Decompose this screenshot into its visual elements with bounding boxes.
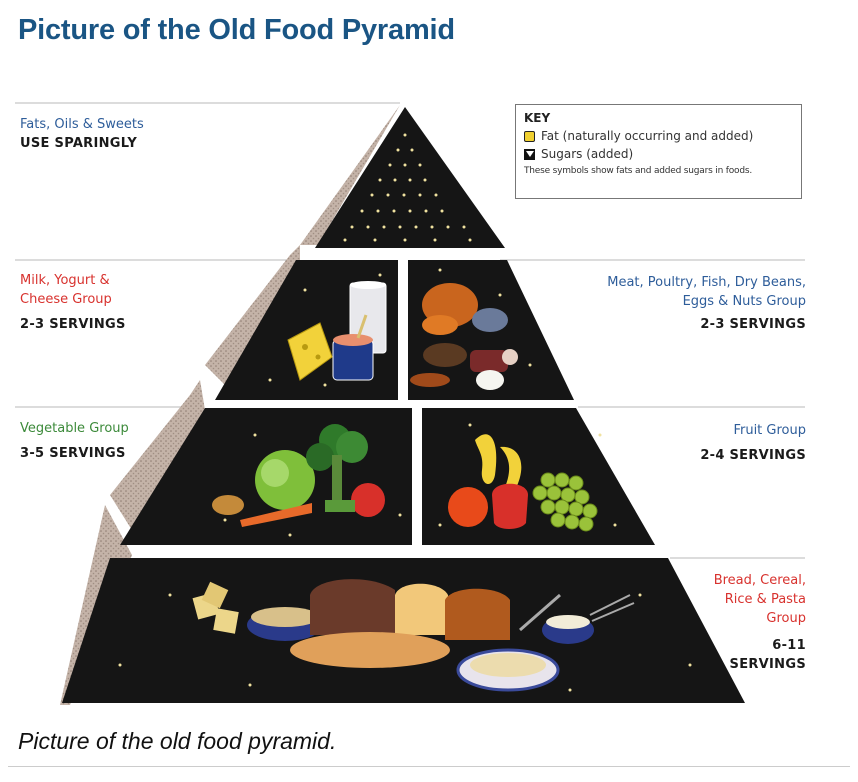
key-row-fat: Fat (naturally occurring and added) — [524, 127, 793, 145]
key-note: These symbols show fats and added sugars… — [524, 166, 752, 176]
leader-lines — [15, 102, 805, 559]
bread-group-name-line3: Group — [766, 611, 806, 626]
meat-group-name-line1: Meat, Poultry, Fish, Dry Beans, — [607, 275, 806, 290]
fruit-group-name: Fruit Group — [733, 423, 806, 438]
tier-fats-oils-sweets — [315, 107, 505, 248]
key-fat-text: Fat (naturally occurring and added) — [541, 129, 754, 143]
key-legend: KEY Fat (naturally occurring and added) … — [515, 104, 802, 199]
milk-foods-illustration — [287, 281, 387, 381]
key-title: KEY — [524, 111, 551, 125]
tier-fruit-group — [422, 408, 655, 545]
page-title: Picture of the Old Food Pyramid — [18, 14, 455, 46]
vegetable-servings: 3-5 SERVINGS — [20, 446, 126, 461]
figure-caption: Picture of the old food pyramid. — [18, 728, 337, 754]
bread-group-name-line2: Rice & Pasta — [724, 592, 806, 607]
fruit-group-label: Fruit Group 2-4 SERVINGS — [700, 421, 806, 465]
fats-group-name: Fats, Oils & Sweets — [20, 117, 144, 132]
sugar-symbol-icon — [524, 148, 535, 160]
milk-servings: 2-3 SERVINGS — [20, 317, 126, 332]
bread-group-label: Bread, Cereal, Rice & Pasta Group 6-11 S… — [714, 571, 806, 674]
milk-group-label: Milk, Yogurt & Cheese Group 2-3 SERVINGS — [20, 271, 126, 334]
pyramid-illustration — [15, 102, 805, 705]
vegetable-foods-illustration — [212, 424, 385, 527]
fat-symbol-icon — [524, 130, 535, 142]
milk-group-name-line2: Cheese Group — [20, 292, 112, 307]
meat-group-label: Meat, Poultry, Fish, Dry Beans, Eggs & N… — [607, 273, 806, 334]
key-row-sugar: Sugars (added) — [524, 145, 793, 163]
bread-servings-line1: 6-11 — [772, 638, 806, 653]
meat-group-name-line2: Eggs & Nuts Group — [682, 294, 806, 309]
meat-foods-illustration — [410, 283, 518, 390]
bread-servings-line2: SERVINGS — [729, 657, 806, 672]
fruit-servings: 2-4 SERVINGS — [700, 448, 806, 463]
fats-oils-sweets-label: Fats, Oils & Sweets USE SPARINGLY — [20, 115, 144, 153]
meat-servings: 2-3 SERVINGS — [700, 317, 806, 332]
fruit-foods-illustration — [448, 434, 598, 532]
bread-foods-illustration — [192, 579, 635, 692]
fats-servings: USE SPARINGLY — [20, 136, 138, 151]
milk-group-name-line1: Milk, Yogurt & — [20, 273, 110, 288]
vegetable-group-label: Vegetable Group 3-5 SERVINGS — [20, 419, 129, 463]
key-sugar-text: Sugars (added) — [541, 147, 634, 161]
vegetable-group-name: Vegetable Group — [20, 421, 129, 436]
bread-group-name-line1: Bread, Cereal, — [713, 573, 806, 588]
caption-divider — [8, 766, 850, 767]
fat-sugar-symbols — [118, 133, 692, 692]
food-pyramid-figure: Fats, Oils & Sweets USE SPARINGLY Milk, … — [0, 95, 858, 715]
